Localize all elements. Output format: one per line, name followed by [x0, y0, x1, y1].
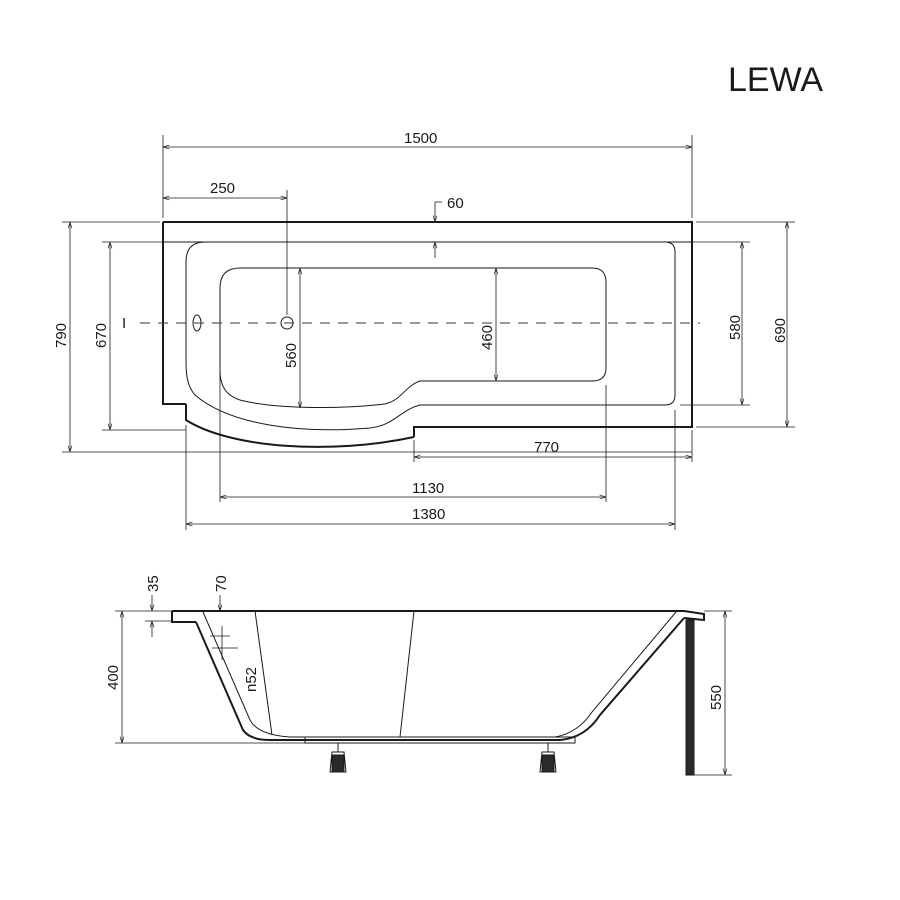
- page-title: LEWA: [728, 61, 823, 99]
- dim-rim-top: 70: [213, 575, 230, 611]
- dim-depth: 400: [105, 610, 305, 744]
- dim-550-label: 550: [708, 685, 725, 710]
- side-leg-left: [329, 743, 347, 773]
- dim-drain-offset: 250: [163, 180, 288, 315]
- side-panel-seam-1: [254, 610, 273, 736]
- dim-690-label: 690: [772, 318, 789, 343]
- dim-straight-section: 770: [413, 430, 693, 462]
- dim-rim-width: 60: [435, 195, 464, 258]
- dim-400-label: 400: [105, 665, 122, 690]
- dim-670-label: 670: [93, 323, 110, 348]
- drain-label: n52: [243, 667, 260, 692]
- dim-580-label: 580: [727, 315, 744, 340]
- side-rim: [171, 610, 705, 623]
- dim-460-label: 460: [479, 325, 496, 350]
- top-view: I: [122, 221, 700, 448]
- dim-overall-length: 1500: [162, 130, 693, 218]
- dim-1380-label: 1380: [412, 506, 445, 523]
- dim-inner-width-left: 670: [93, 241, 200, 431]
- dim-70-label: 70: [213, 575, 230, 592]
- tub-left-edge: [162, 222, 186, 405]
- side-view: [171, 610, 705, 776]
- dim-1130-label: 1130: [412, 480, 444, 497]
- axis-marker: I: [122, 315, 126, 332]
- dim-inner-length: 1380: [185, 410, 676, 530]
- dim-drain-basin-width: 560: [283, 268, 300, 408]
- dim-narrow-basin-width: 460: [479, 268, 496, 381]
- tub-curved-front: [185, 404, 415, 448]
- side-apron: [685, 619, 695, 776]
- side-leg-right: [539, 743, 557, 773]
- dim-body-width-right: 690: [696, 221, 795, 428]
- dim-35-label: 35: [145, 575, 162, 592]
- dim-60-label: 60: [447, 195, 464, 212]
- dim-total-height: 550: [694, 610, 732, 776]
- basin-inner: [219, 267, 607, 408]
- tub-outer-outline: [163, 221, 693, 437]
- side-inner-slope: [202, 611, 677, 738]
- dim-770-label: 770: [534, 439, 559, 456]
- dim-250-label: 250: [210, 180, 235, 197]
- side-base-rail: [304, 736, 576, 744]
- basin-outer: [185, 241, 676, 431]
- dim-overall-width: 790: [53, 221, 692, 453]
- dim-1500-label: 1500: [404, 130, 437, 147]
- side-panel-seam-2: [399, 610, 415, 738]
- dim-560-label: 560: [283, 343, 300, 368]
- dim-rim-small: 35: [145, 575, 172, 637]
- dim-790-label: 790: [53, 323, 70, 348]
- dim-inner-width-right: 580: [670, 241, 750, 406]
- side-body: [195, 617, 685, 741]
- dim-basin-length: 1130: [219, 330, 607, 502]
